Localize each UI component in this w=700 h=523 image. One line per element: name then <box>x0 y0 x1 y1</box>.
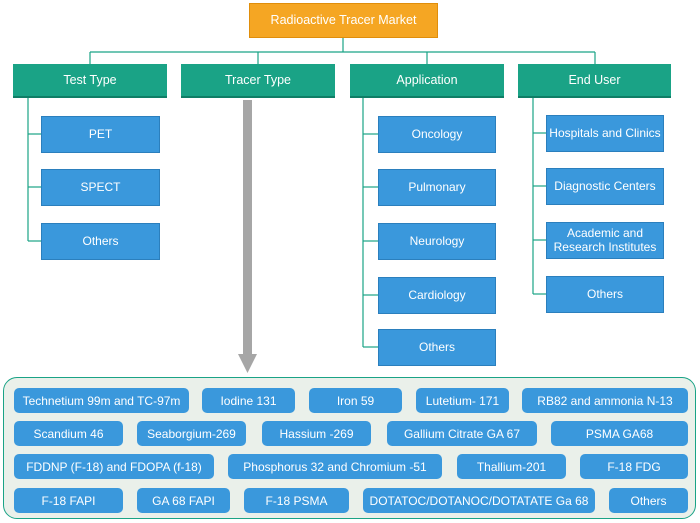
tracer-pill: Technetium 99m and TC-97m <box>14 388 189 413</box>
tracer-pill: Thallium-201 <box>457 454 566 479</box>
tracer-arrow-head <box>238 354 257 373</box>
tracer-pill: F-18 FDG <box>580 454 688 479</box>
end-user-item-hospitals: Hospitals and Clinics <box>546 115 664 152</box>
tracer-pill: Gallium Citrate GA 67 <box>387 421 537 446</box>
tracer-pill: Iodine 131 <box>202 388 295 413</box>
application-item-oncology: Oncology <box>378 116 496 153</box>
application-item-neurology: Neurology <box>378 223 496 260</box>
application-item-others: Others <box>378 329 496 366</box>
category-tracer-type: Tracer Type <box>181 64 335 98</box>
test-type-item-spect: SPECT <box>41 169 160 206</box>
tracer-pill: Phosphorus 32 and Chromium -51 <box>228 454 442 479</box>
tracer-pill: Seaborgium-269 <box>137 421 246 446</box>
end-user-item-academic: Academic and Research Institutes <box>546 222 664 259</box>
end-user-item-diagnostic-centers: Diagnostic Centers <box>546 168 664 205</box>
tracer-pill: Iron 59 <box>309 388 402 413</box>
root-node: Radioactive Tracer Market <box>249 3 438 38</box>
tracer-pill: F-18 FAPI <box>14 488 123 513</box>
test-type-item-others: Others <box>41 223 160 260</box>
tracer-pill: Others <box>609 488 688 513</box>
tracer-pill: PSMA GA68 <box>551 421 688 446</box>
tracer-pill: F-18 PSMA <box>244 488 349 513</box>
tracer-pill: FDDNP (F-18) and FDOPA (f-18) <box>14 454 214 479</box>
tracer-pill: Lutetium- 171 <box>416 388 509 413</box>
tracer-pill: Hassium -269 <box>262 421 371 446</box>
application-item-cardiology: Cardiology <box>378 277 496 314</box>
tracer-pill: DOTATOC/DOTANOC/DOTATATE Ga 68 <box>363 488 595 513</box>
tracer-pill: GA 68 FAPI <box>137 488 230 513</box>
category-end-user: End User <box>518 64 671 98</box>
application-item-pulmonary: Pulmonary <box>378 169 496 206</box>
tracer-pill: Scandium 46 <box>14 421 123 446</box>
end-user-item-others: Others <box>546 276 664 313</box>
test-type-item-pet: PET <box>41 116 160 153</box>
category-application: Application <box>350 64 504 98</box>
tracer-pill: RB82 and ammonia N-13 <box>522 388 688 413</box>
tracer-arrow-shaft <box>243 100 252 355</box>
category-test-type: Test Type <box>13 64 167 98</box>
